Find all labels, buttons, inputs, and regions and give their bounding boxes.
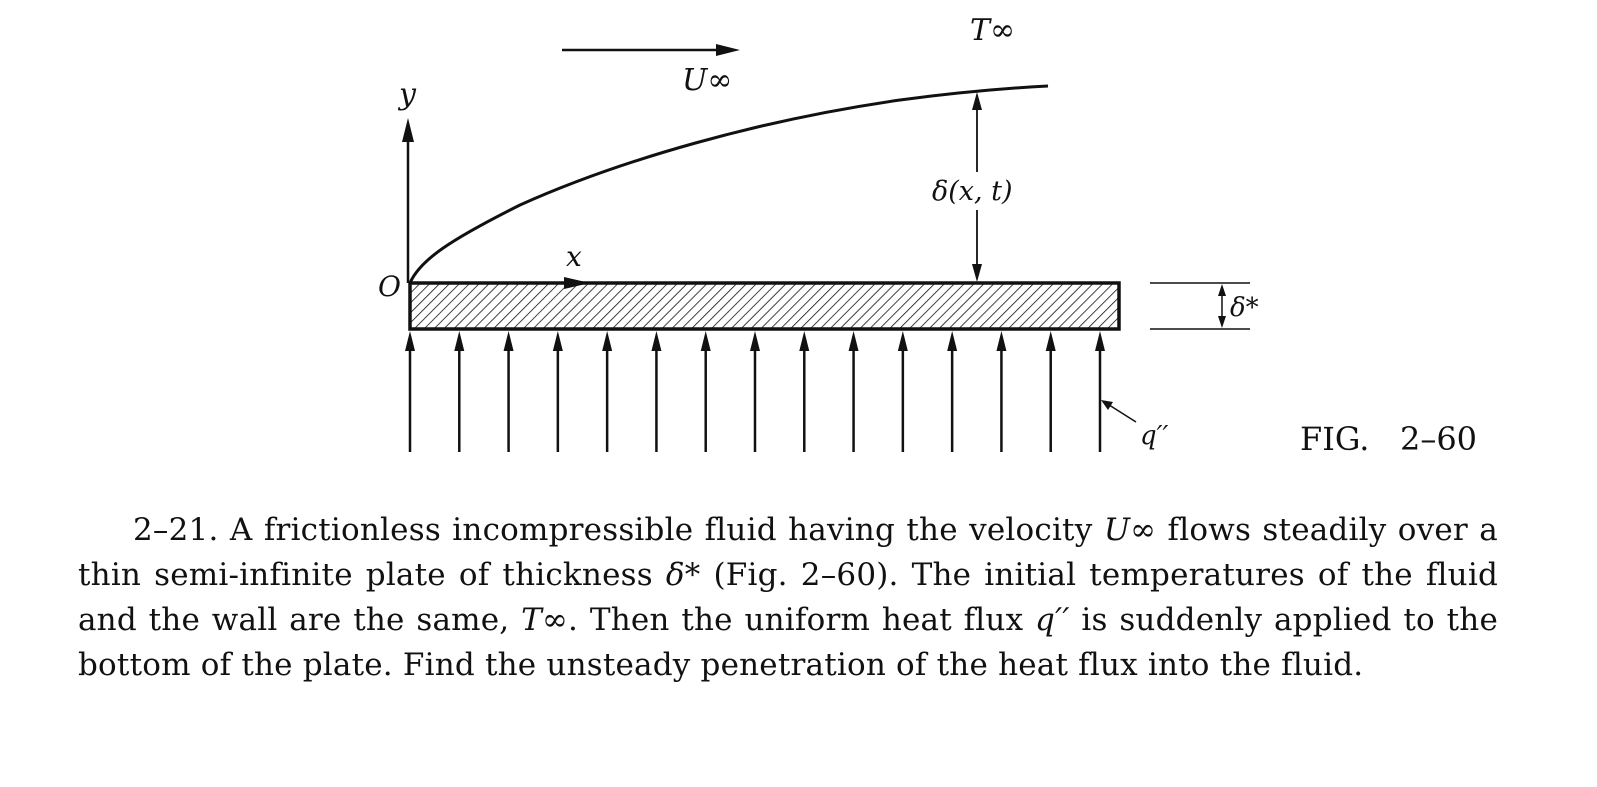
heat-flux-arrow: [405, 331, 415, 452]
freestream-arrow: [562, 44, 740, 56]
heat-flux-arrows: [405, 331, 1105, 452]
boundary-layer-curve: [408, 84, 1049, 284]
heat-flux-arrow: [503, 331, 514, 452]
heat-flux-leader: [1101, 400, 1137, 423]
y-axis-label: y: [397, 77, 417, 112]
x-axis-label: x: [566, 240, 582, 273]
problem-text-3: (Fig. 2–60). The initial temperatures of…: [78, 557, 1498, 638]
figure-2-60: U∞ T∞ y O δ(x, t) x: [378, 13, 1477, 458]
problem-text-2: flows steadily over a thin semi-infinite…: [78, 512, 1498, 593]
freestream-temperature-label: T∞: [970, 13, 1015, 48]
boundary-layer-label: δ(x, t): [932, 176, 1013, 207]
problem-text-5: is suddenly applied to the bottom of the…: [78, 602, 1498, 683]
heat-flux-arrow: [848, 331, 859, 452]
heat-flux-arrow: [1045, 331, 1056, 452]
plate-thickness-dimension: [1150, 282, 1250, 330]
y-axis: [402, 118, 414, 283]
heat-flux-arrow: [996, 331, 1007, 452]
problem-statement: 2–21. A frictionless incompressible flui…: [78, 508, 1498, 688]
heat-flux-arrow: [799, 331, 810, 452]
problem-number: 2–21.: [133, 512, 219, 548]
heat-flux-arrow: [1095, 331, 1105, 452]
heat-flux-arrow: [700, 331, 711, 452]
heat-flux-arrow: [602, 331, 613, 452]
temperature-symbol: T∞: [521, 602, 568, 638]
heat-flux-arrow: [454, 331, 465, 452]
origin-label: O: [378, 270, 401, 303]
heat-flux-arrow: [750, 331, 760, 452]
heat-flux-arrow: [552, 331, 563, 452]
velocity-symbol: U∞: [1103, 512, 1157, 548]
heat-flux-arrow: [897, 331, 908, 452]
plate: [408, 281, 1121, 331]
heat-flux-arrow: [947, 331, 958, 452]
heat-flux-arrow: [651, 331, 662, 452]
freestream-velocity-label: U∞: [682, 63, 732, 98]
plate-thickness-label: δ*: [1230, 293, 1259, 323]
x-axis: [540, 277, 590, 289]
problem-text-1: A frictionless incompressible fluid havi…: [218, 512, 1104, 548]
thickness-symbol: δ*: [665, 557, 701, 593]
heat-flux-label: q′′: [1140, 421, 1169, 451]
figure-caption: FIG. 2–60: [1300, 420, 1477, 458]
problem-text-4: . Then the uniform heat flux: [568, 602, 1036, 638]
flux-symbol: q′′: [1035, 602, 1070, 638]
